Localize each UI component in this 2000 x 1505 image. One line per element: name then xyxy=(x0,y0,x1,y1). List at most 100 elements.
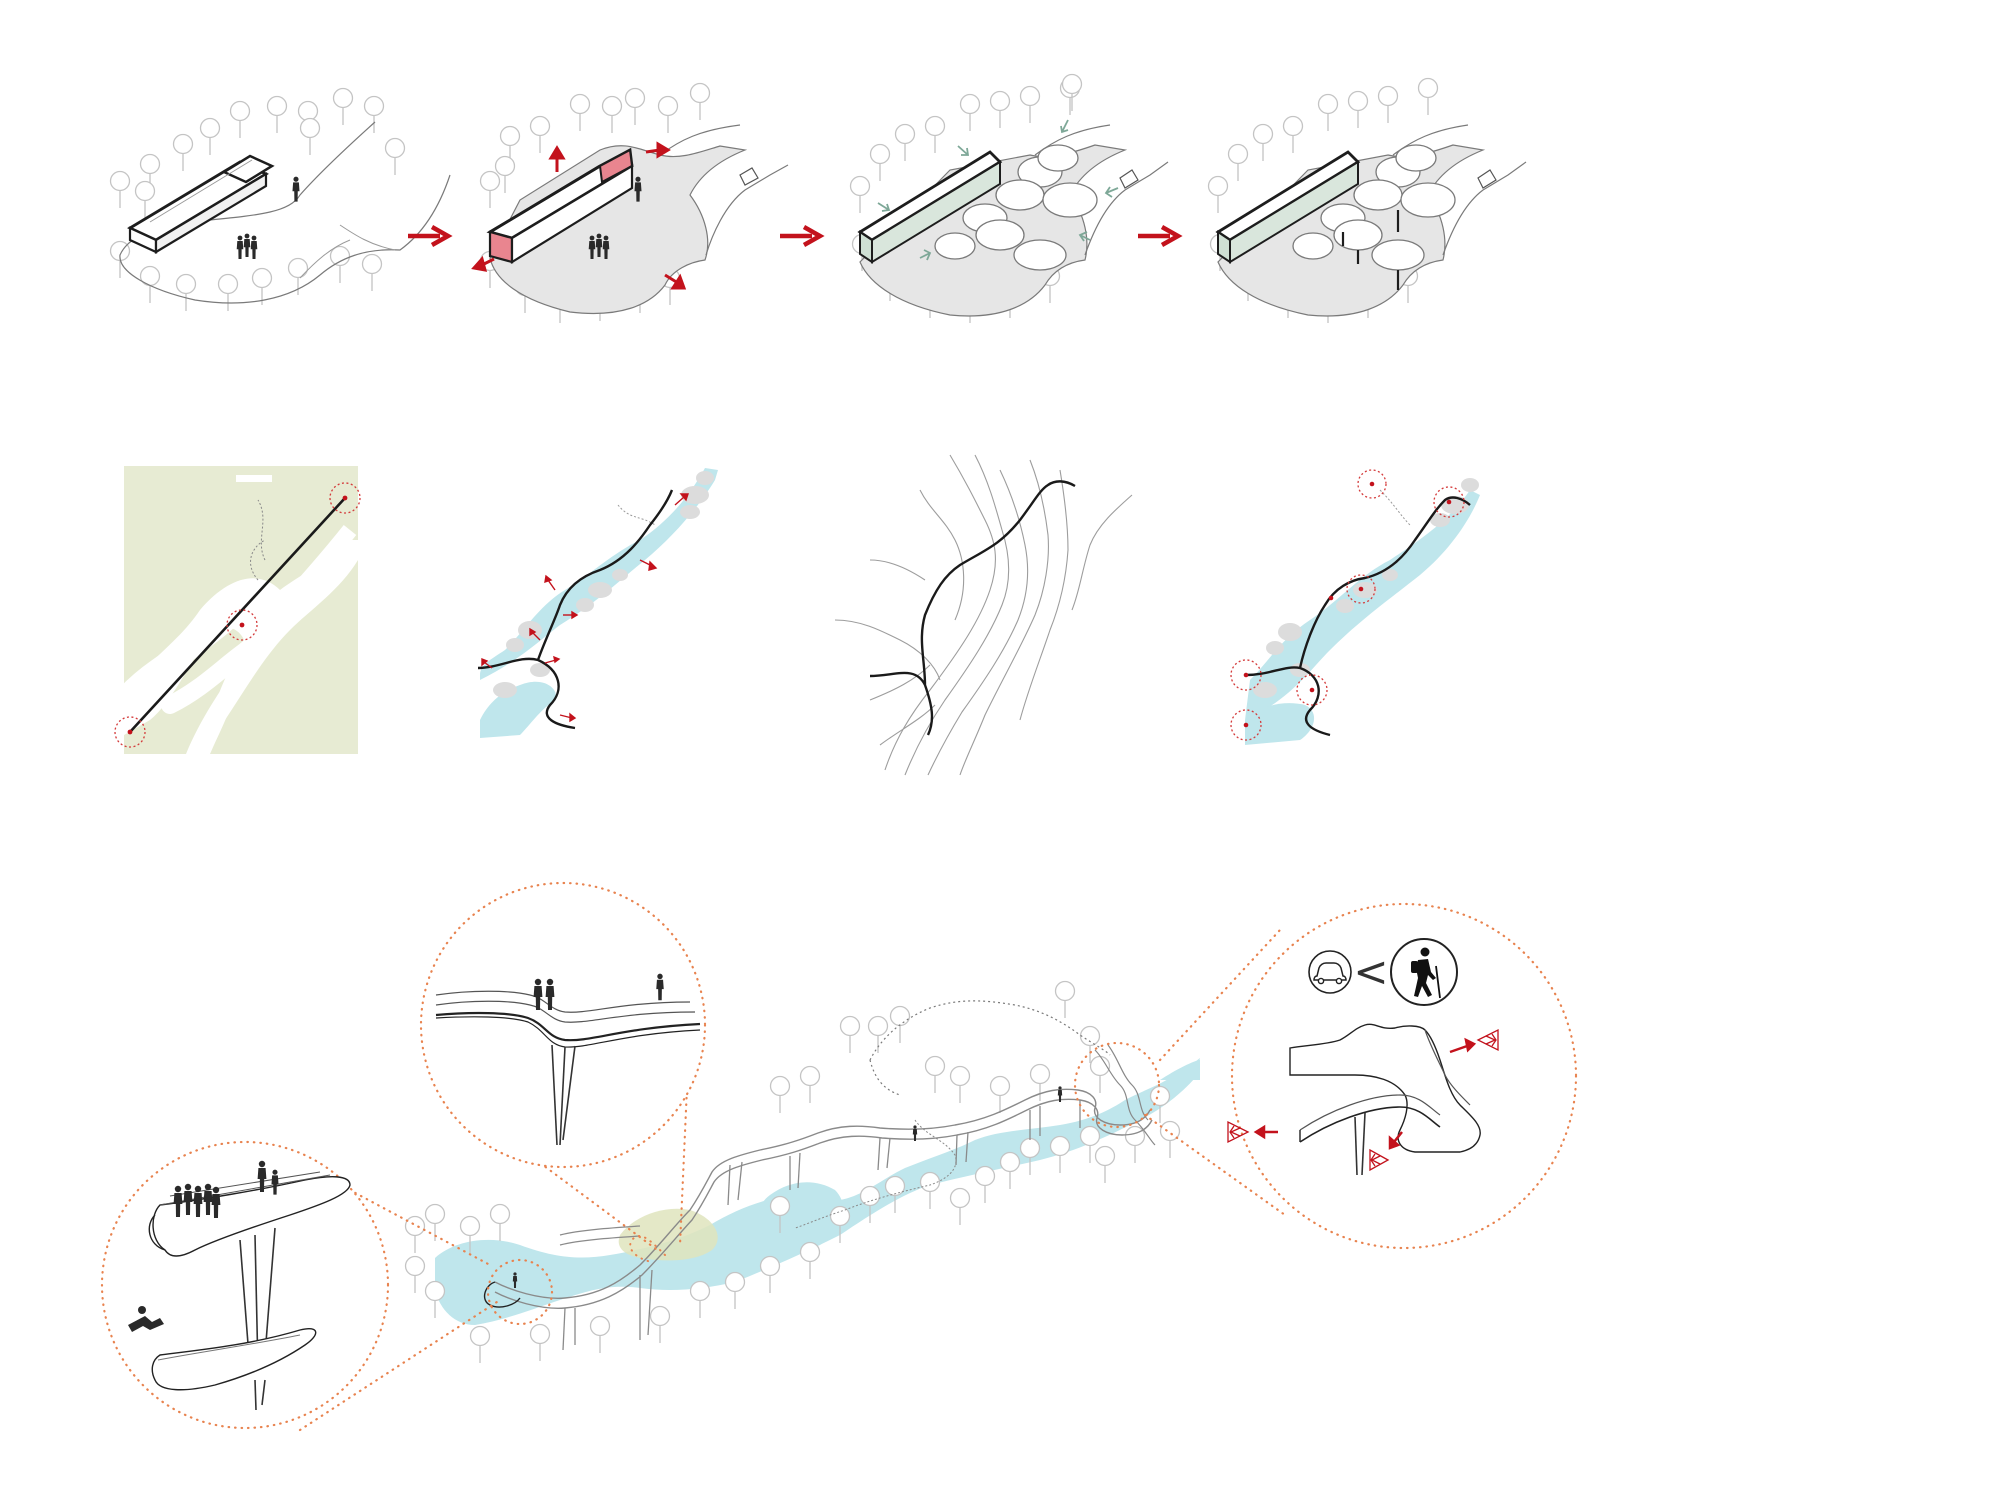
tree-icon xyxy=(1377,85,1399,124)
tree-icon xyxy=(1347,90,1369,129)
canopy-group xyxy=(934,144,1098,271)
panel-site-plan-straight xyxy=(114,466,361,758)
tree-icon xyxy=(949,1187,971,1226)
hiker-icon xyxy=(1390,938,1458,1006)
panel-path-contours xyxy=(834,454,1133,776)
panel-building-planted xyxy=(849,73,1169,324)
tree-icon xyxy=(1417,77,1439,116)
tree-icon xyxy=(799,1241,821,1280)
right-arrow-icon xyxy=(780,225,825,247)
tree-group xyxy=(109,87,406,312)
tree-icon xyxy=(849,175,871,214)
tree-icon xyxy=(363,95,385,134)
tree-icon xyxy=(199,117,221,156)
tree-icon xyxy=(999,1151,1021,1190)
tree-icon xyxy=(689,82,711,121)
direction-arrows xyxy=(481,493,689,723)
axonometric-path-row: < xyxy=(100,881,1578,1432)
building-existing xyxy=(127,154,275,254)
eye-cone-icon xyxy=(1476,1028,1499,1052)
contour-lines xyxy=(834,454,1133,776)
panel-building-open xyxy=(471,82,789,324)
panel-path-nodes xyxy=(1230,469,1480,745)
detail-marker xyxy=(1073,1041,1161,1129)
support-posts xyxy=(1341,210,1400,290)
building-open xyxy=(486,147,634,264)
tree-icon xyxy=(1282,115,1304,154)
building-planted xyxy=(857,150,1003,264)
tree-icon xyxy=(404,1255,426,1294)
tree-icon xyxy=(266,95,288,134)
tree-icon xyxy=(529,1323,551,1362)
tree-icon xyxy=(589,1315,611,1354)
tree-icon xyxy=(229,100,251,139)
tree-icon xyxy=(799,1065,821,1104)
tree-icon xyxy=(689,1280,711,1319)
tree-icon xyxy=(657,95,679,134)
panel-path-river xyxy=(477,468,718,738)
tree-icon xyxy=(361,253,383,292)
elevated-walkway xyxy=(483,1086,1153,1351)
node-circles xyxy=(1230,469,1465,741)
tree-icon xyxy=(601,95,623,134)
tree-icon xyxy=(1019,85,1041,124)
inward-arrows xyxy=(877,119,1119,261)
tree-icon xyxy=(109,170,131,209)
contour-route xyxy=(869,480,1076,736)
tree-icon xyxy=(332,87,354,126)
tree-icon xyxy=(175,273,197,312)
tree-icon xyxy=(989,90,1011,129)
tree-icon xyxy=(867,1015,889,1054)
tree-icon xyxy=(869,143,891,182)
tree-icon xyxy=(479,170,501,209)
callout-stacked-platforms xyxy=(100,1140,390,1430)
tree-icon xyxy=(1207,175,1229,214)
tree-icon xyxy=(569,93,591,132)
tree-icon xyxy=(724,1271,746,1310)
tree-icon xyxy=(1124,1125,1146,1164)
tree-icon xyxy=(404,1215,426,1254)
tree-icon xyxy=(1317,93,1339,132)
tree-icon xyxy=(1089,1055,1111,1094)
callout-viewpoint-comparison: < xyxy=(1227,902,1578,1250)
tree-icon xyxy=(959,93,981,132)
tree-icon xyxy=(924,115,946,154)
tree-icon xyxy=(134,180,156,219)
tree-icon xyxy=(624,87,646,126)
tree-icon xyxy=(759,1255,781,1294)
car-icon xyxy=(1308,950,1352,994)
panel-building-final xyxy=(1207,77,1527,324)
reclining-person-icon xyxy=(128,1306,164,1332)
tree-icon xyxy=(919,1171,941,1210)
tree-icon xyxy=(1227,143,1249,182)
tree-icon xyxy=(839,1015,861,1054)
tree-icon xyxy=(1094,1145,1116,1184)
tree-icon xyxy=(949,1065,971,1104)
leader-lines xyxy=(273,928,1287,1432)
right-arrow-icon xyxy=(408,225,453,247)
tree-icon xyxy=(894,123,916,162)
tree-icon xyxy=(974,1165,996,1204)
callout-bridge-section xyxy=(419,881,707,1169)
tree-icon xyxy=(989,1075,1011,1114)
eye-cone-icon xyxy=(1227,1120,1250,1144)
right-arrow-icon xyxy=(1138,225,1183,247)
tree-icon xyxy=(649,1305,671,1344)
tree-icon xyxy=(489,1203,511,1242)
tree-icon xyxy=(494,155,516,194)
tree-icon xyxy=(469,1325,491,1364)
tree-icon xyxy=(769,1075,791,1114)
eye-cone-icon xyxy=(1369,1148,1390,1172)
straight-route xyxy=(129,497,346,733)
tree-icon xyxy=(172,133,194,172)
tree-icon xyxy=(529,115,551,154)
tree-icon xyxy=(1054,980,1076,1019)
building-sequence-row xyxy=(109,73,1527,324)
tree-icon xyxy=(1252,123,1274,162)
tree-icon xyxy=(1159,1120,1181,1159)
comparison-operator: < xyxy=(1353,947,1388,996)
tree-icon xyxy=(384,137,406,176)
building-final xyxy=(1215,150,1361,264)
